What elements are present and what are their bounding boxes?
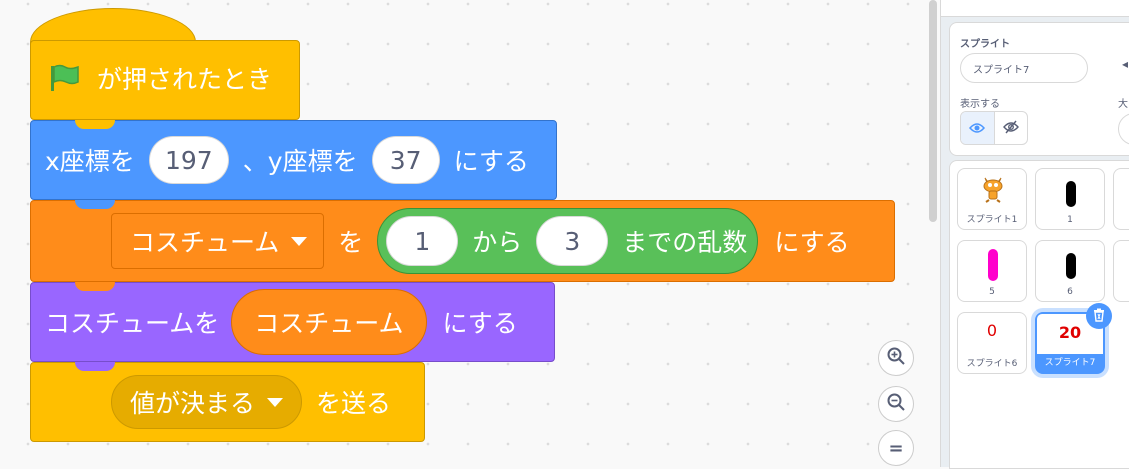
cat-icon: [978, 173, 1008, 207]
black-bar-thumbnail: [1066, 253, 1076, 279]
y-input[interactable]: 37: [371, 136, 440, 184]
switch-costume-block[interactable]: コスチュームを コスチューム にする: [30, 282, 555, 362]
block-notch: [75, 362, 115, 371]
switch-costume-suffix: にする: [774, 228, 850, 257]
direction-arrow-icon: ◂: [1122, 57, 1129, 71]
sprite-pane: スプライト スプライト7 表示する 大 ◂: [940, 0, 1129, 469]
broadcast-message-dropdown[interactable]: 値が決まる: [111, 375, 303, 429]
costume-menu-label: コスチューム: [130, 228, 280, 257]
sprite-tile[interactable]: 5: [957, 240, 1027, 302]
eye-off-icon: [1002, 119, 1019, 138]
random-suffix-label: までの乱数: [622, 228, 748, 257]
block-notch: [75, 120, 115, 129]
show-button[interactable]: [961, 112, 995, 144]
sprite-tile-label: 1: [1067, 215, 1073, 225]
switch-costume-random-block[interactable]: コスチューム を 1 から 3 までの乱数 にする: [30, 200, 895, 282]
trash-icon: [1093, 307, 1105, 326]
zoom-in-button[interactable]: [878, 340, 914, 376]
random-to-input[interactable]: 3: [536, 216, 609, 266]
broadcast-block[interactable]: 値が決まる を送る: [30, 362, 425, 442]
dropdown-caret-icon: [267, 397, 284, 407]
sprite-tile[interactable]: スプライト1: [957, 168, 1027, 230]
show-label: 表示する: [960, 99, 1000, 110]
costume-menu-dropdown[interactable]: コスチューム: [111, 213, 325, 269]
delete-sprite-button[interactable]: [1086, 303, 1112, 329]
switch-costume-suffix-2: にする: [442, 309, 518, 338]
when-flag-clicked-block[interactable]: が押されたとき: [30, 40, 300, 120]
eye-icon: [969, 119, 986, 138]
size-label: 大: [1118, 99, 1128, 110]
particle-wo: を: [338, 228, 364, 257]
code-area-scrollbar[interactable]: [929, 0, 937, 222]
sprite-name-input[interactable]: スプライト7: [960, 53, 1088, 83]
sprite-tile[interactable]: 0 スプライト6: [957, 312, 1027, 374]
sprite-thumbnail-text: 0: [986, 321, 998, 340]
zoom-in-icon: [886, 346, 906, 370]
goto-x-label: x座標を: [45, 147, 135, 176]
sprite-tile-label: スプライト7: [1044, 358, 1096, 368]
black-bar-thumbnail: [1066, 181, 1076, 207]
sprite-info-panel: スプライト スプライト7 表示する 大 ◂: [949, 22, 1129, 156]
broadcast-message-label: 値が決まる: [130, 389, 256, 418]
sprite-tile-label: スプライト6: [966, 359, 1018, 369]
green-flag-icon: [47, 63, 83, 93]
sprite-tile-partial[interactable]: [1113, 168, 1129, 230]
goto-suffix: にする: [453, 147, 529, 176]
sprite-tile-label: 6: [1067, 287, 1073, 297]
goto-xy-block[interactable]: x座標を 197 、y座標を 37 にする: [30, 120, 557, 200]
random-from-input[interactable]: 1: [386, 216, 459, 266]
x-input[interactable]: 197: [148, 136, 229, 184]
sprite-tile[interactable]: 6: [1035, 240, 1105, 302]
hat-label: が押されたとき: [97, 65, 273, 94]
sprite-tile-partial[interactable]: [1113, 240, 1129, 302]
dropdown-caret-icon: [291, 236, 308, 246]
sprite-thumbnail-text: 20: [1058, 323, 1082, 342]
magenta-bar-thumbnail: [988, 249, 998, 281]
sprite-tile-label: スプライト1: [966, 215, 1018, 225]
zoom-out-icon: [886, 392, 906, 416]
visibility-toggle: [960, 111, 1028, 145]
sprite-tile-label: 5: [989, 287, 995, 297]
zoom-out-button[interactable]: [878, 386, 914, 422]
hide-button[interactable]: [995, 112, 1028, 144]
sprite-tile[interactable]: 1: [1035, 168, 1105, 230]
stage-area-edge: [941, 0, 1129, 17]
sprite-heading: スプライト: [960, 39, 1010, 50]
broadcast-suffix: を送る: [316, 389, 392, 418]
block-notch: [75, 282, 115, 291]
zoom-reset-button[interactable]: =: [878, 430, 914, 466]
code-area[interactable]: が押されたとき x座標を 197 、y座標を 37 にする コスチューム を 1…: [0, 0, 928, 467]
goto-y-label: 、y座標を: [242, 147, 358, 176]
costume-reporter[interactable]: コスチューム: [231, 289, 427, 355]
switch-costume-prefix: コスチュームを: [45, 309, 220, 338]
pick-random-reporter[interactable]: 1 から 3 までの乱数: [377, 208, 759, 274]
size-input[interactable]: [1118, 113, 1129, 145]
random-mid-label: から: [472, 228, 523, 257]
block-notch: [75, 200, 115, 209]
